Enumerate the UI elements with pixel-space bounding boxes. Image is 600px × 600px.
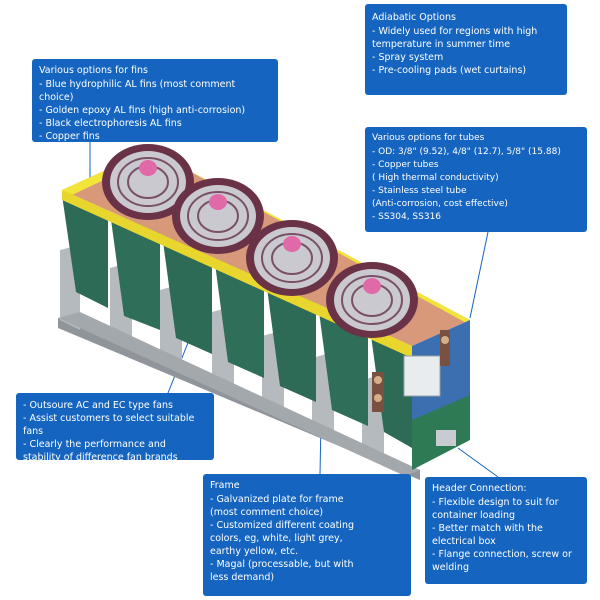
list-item: - Outsoure AC and EC type fans (23, 400, 173, 411)
list-item: - Flange connection, screw or welding (432, 549, 572, 573)
list-item: - Customized different coating colors, e… (210, 520, 355, 557)
fan-4 (326, 262, 418, 338)
list-item: - Flexible design to suit for container … (432, 497, 559, 521)
fins-callout-list: - Blue hydrophilic AL fins (most comment… (39, 78, 271, 143)
header-connection-callout-title: Header Connection: (432, 483, 527, 494)
list-item: - Spray system (372, 52, 444, 63)
list-item: - SS304, SS316 (372, 212, 442, 222)
frame-callout: Frame - Galvanized plate for frame (most… (203, 474, 411, 596)
list-item: - Blue hydrophilic AL fins (most comment… (39, 79, 236, 103)
list-item: (Anti-corrosion, cost effective) (372, 199, 508, 209)
list-item: - Clearly the performance and stability … (23, 439, 178, 463)
list-item: - Better match with the electrical box (432, 523, 543, 547)
list-item: - Copper fins (39, 131, 100, 142)
tubes-callout: Various options for tubes - OD: 3/8" (9.… (365, 127, 587, 232)
list-item: - Galvanized plate for frame (most comme… (210, 494, 344, 518)
fan-2 (172, 178, 264, 254)
fan-3 (246, 220, 338, 296)
list-item: ( High thermal conductivity) (372, 173, 499, 183)
list-item: - Widely used for regions with high temp… (372, 26, 538, 50)
list-item: - Magal (processable, but with less dema… (210, 559, 354, 583)
adiabatic-callout-list: - Widely used for regions with high temp… (372, 25, 560, 77)
fin-panels (62, 195, 412, 448)
fans-callout-list: - Outsoure AC and EC type fans - Assist … (23, 399, 207, 464)
adiabatic-callout: Adiabatic Options - Widely used for regi… (365, 4, 567, 95)
header-connection-callout-list: - Flexible design to suit for container … (432, 496, 580, 574)
tubes-callout-title: Various options for tubes (372, 133, 485, 143)
fans (102, 144, 418, 338)
header-end (372, 320, 470, 470)
list-item: - Pre-cooling pads (wet curtains) (372, 65, 527, 76)
list-item: - Copper tubes (372, 160, 439, 170)
leader-header (457, 447, 499, 478)
adiabatic-callout-title: Adiabatic Options (372, 12, 456, 23)
list-item: - Black electrophoresis AL fins (39, 118, 182, 129)
fins-callout: Various options for fins - Blue hydrophi… (32, 59, 278, 142)
list-item: - Assist customers to select suitable fa… (23, 413, 195, 437)
frame-callout-title: Frame (210, 480, 240, 491)
header-connection-callout: Header Connection: - Flexible design to … (425, 477, 587, 584)
fan-1 (102, 144, 194, 220)
fins-callout-title: Various options for fins (39, 65, 148, 76)
frame-callout-list: - Galvanized plate for frame (most comme… (210, 493, 404, 584)
list-item: - Stainless steel tube (372, 186, 467, 196)
list-item: - Golden epoxy AL fins (high anti-corros… (39, 105, 246, 116)
tubes-callout-list: - OD: 3/8" (9.52), 4/8" (12.7), 5/8" (15… (372, 146, 580, 224)
leader-tubes (469, 231, 489, 319)
fans-callout: - Outsoure AC and EC type fans - Assist … (16, 393, 214, 463)
list-item: - OD: 3/8" (9.52), 4/8" (12.7), 5/8" (15… (372, 147, 561, 157)
